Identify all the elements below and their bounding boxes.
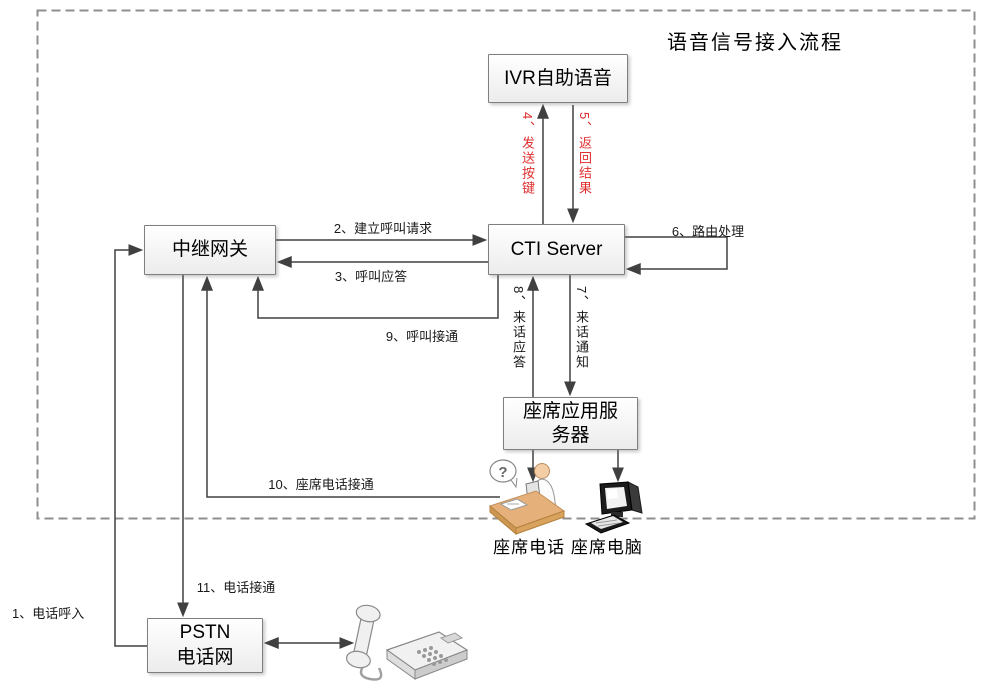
node-cti-server-label: CTI Server — [510, 238, 603, 260]
agent-at-desk-icon: ? — [488, 459, 566, 536]
edge-1-call-in — [114, 244, 147, 647]
question-mark-icon: ? — [498, 464, 507, 481]
telephone-icon — [345, 604, 469, 681]
desktop-computer-icon — [584, 481, 643, 534]
node-ivr: IVR自助语音 — [488, 54, 628, 103]
edge-1-label: 1、电话呼入 — [12, 606, 85, 621]
process-boundary — [36, 9, 976, 520]
edge-7-label: 7、来话通知 — [574, 286, 589, 371]
agent-devices-caption: 座席电话 座席电脑 — [493, 538, 643, 557]
edge-11-label: 11、电话接通 — [196, 580, 276, 595]
edge-3-label: 3、呼叫应答 — [334, 269, 408, 284]
edge-9-call-connected — [252, 275, 499, 319]
edge-5-label: 5、返回结果 — [577, 112, 592, 197]
node-trunk-gateway: 中继网关 — [144, 225, 276, 275]
diagram-title: 语音信号接入流程 — [667, 32, 843, 54]
node-pstn: PSTN 电话网 — [147, 618, 263, 673]
edge-10-agent-phone-connected — [201, 275, 500, 498]
edge-4-label: 4、发送按键 — [520, 112, 535, 197]
node-cti-server: CTI Server — [488, 224, 625, 275]
node-pstn-label-line2: 电话网 — [176, 646, 234, 668]
edge-6-routing-loop — [625, 236, 728, 275]
node-ivr-label: IVR自助语音 — [504, 67, 612, 89]
edge-6-label: 6、路由处理 — [671, 224, 745, 239]
node-trunk-gateway-label: 中继网关 — [171, 239, 248, 261]
edge-9-label: 9、呼叫接通 — [385, 329, 459, 344]
node-agent-app-server: 座席应用服务器 — [503, 397, 638, 450]
node-pstn-label-line1: PSTN — [179, 621, 231, 643]
edge-8-label: 8、来话应答 — [511, 286, 526, 371]
edge-10-label: 10、座席电话接通 — [268, 477, 374, 492]
node-agent-app-server-label: 座席应用服务器 — [522, 400, 618, 446]
edge-2-label: 2、建立呼叫请求 — [333, 221, 433, 236]
